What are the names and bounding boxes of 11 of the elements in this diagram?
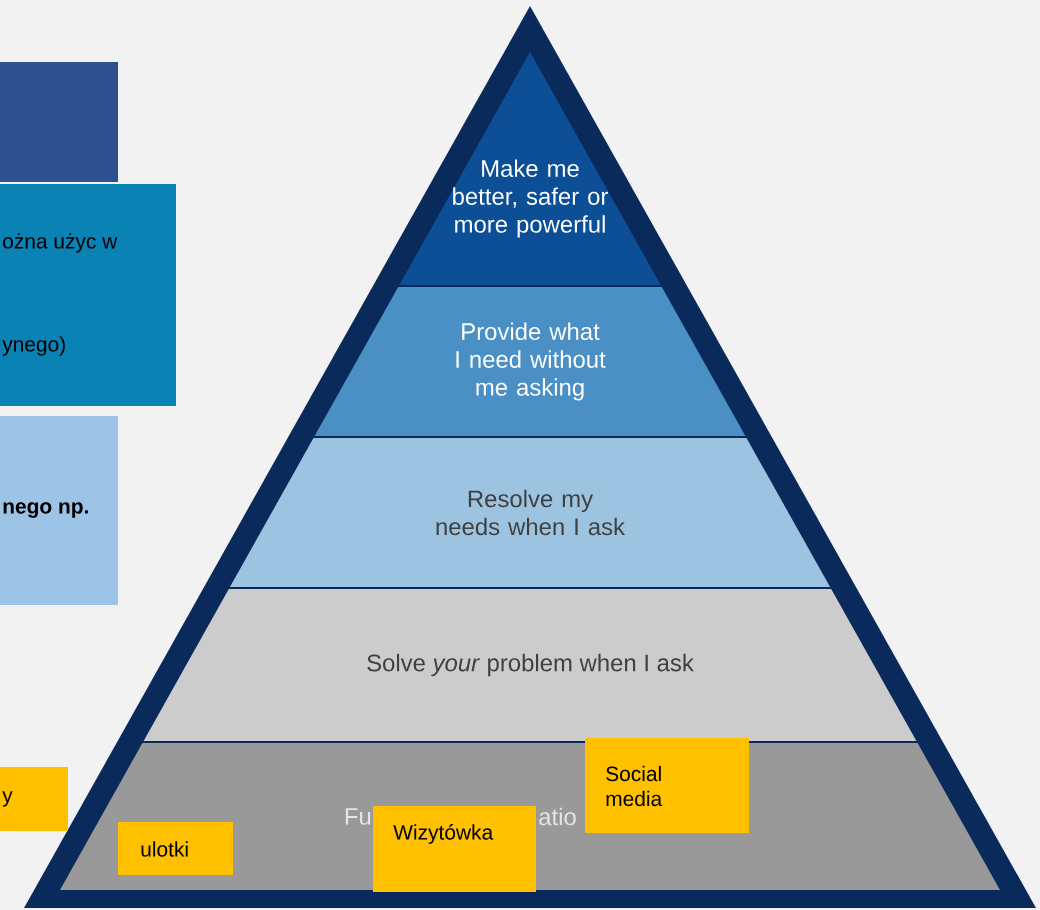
sticky-note: Wizytówka	[373, 806, 536, 892]
pyramid-level: Provide what I need without me asking	[314, 287, 746, 436]
side-box: nego np.	[0, 416, 118, 605]
sticky-note: Social media	[585, 738, 749, 833]
sticky-note: y	[0, 767, 68, 831]
pyramid-level: Resolve my needs when I ask	[229, 438, 831, 587]
sticky-note: ulotki	[118, 822, 233, 875]
side-box	[0, 62, 118, 182]
pyramid-level: Solve your problem when I ask	[143, 589, 917, 741]
side-box: ożna użyc w ynego)	[0, 184, 176, 406]
pyramid-level: Make me better, safer or more powerful	[399, 52, 661, 285]
